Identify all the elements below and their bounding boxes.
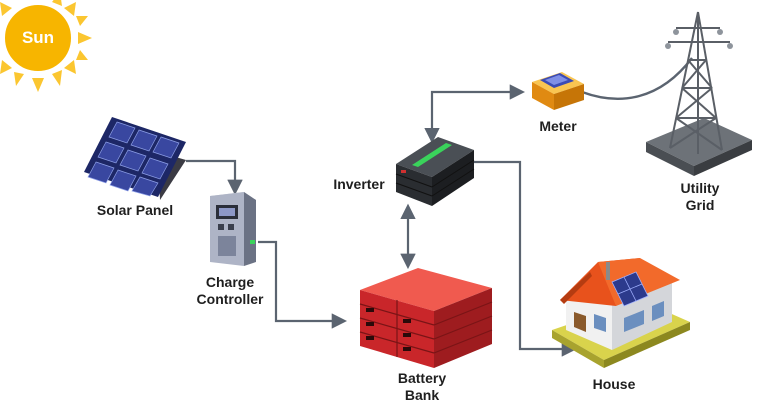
inverter-meter-arrow bbox=[424, 84, 526, 144]
solar-panel-label: Solar Panel bbox=[96, 202, 174, 218]
inverter-to-house-arrow bbox=[472, 160, 578, 357]
charge-controller-label-line1: Charge bbox=[205, 274, 255, 290]
house-icon bbox=[552, 258, 690, 368]
house-label: House bbox=[592, 376, 636, 392]
inverter-icon bbox=[395, 137, 475, 206]
battery-bank-icon bbox=[359, 268, 493, 368]
sun-label: Sun bbox=[21, 28, 55, 47]
meter-label: Meter bbox=[539, 118, 577, 134]
sun-icon bbox=[0, 0, 92, 92]
battery-bank-label-line2: Bank bbox=[404, 387, 440, 403]
solar-panel-icon bbox=[84, 117, 186, 200]
utility-grid-label-line2: Grid bbox=[685, 197, 715, 213]
panel-to-controller-arrow bbox=[186, 159, 243, 196]
battery-bank-label-line1: Battery bbox=[397, 370, 447, 386]
utility-tower-icon bbox=[646, 11, 752, 176]
meter-to-grid-cable bbox=[581, 57, 693, 100]
inverter-label: Inverter bbox=[333, 176, 385, 192]
utility-grid-label-line1: Utility bbox=[680, 180, 720, 196]
connector-lines bbox=[186, 57, 693, 357]
charge-controller-icon bbox=[210, 192, 256, 266]
charge-controller-label-line2: Controller bbox=[196, 291, 264, 307]
charge-controller-label: Charge Controller bbox=[180, 274, 280, 308]
battery-bank-label: Battery Bank bbox=[372, 370, 472, 404]
utility-grid-label: Utility Grid bbox=[660, 180, 740, 214]
controller-to-battery-arrow bbox=[258, 240, 348, 329]
meter-icon bbox=[532, 72, 584, 110]
